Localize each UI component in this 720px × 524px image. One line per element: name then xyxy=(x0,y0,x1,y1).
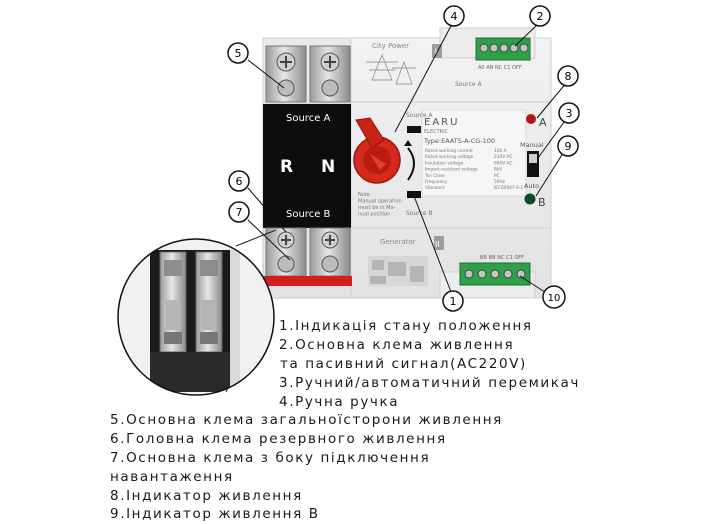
callout-8: 8 xyxy=(557,65,579,87)
svg-text:6: 6 xyxy=(236,175,243,188)
auto-label: Auto xyxy=(524,182,539,190)
arrow-head-icon xyxy=(404,140,412,146)
top-terminal-labels: A0 AN NC C1 OFF xyxy=(478,65,522,71)
spec-key: Rated working voltage xyxy=(425,154,474,160)
svg-text:3: 3 xyxy=(566,107,573,120)
legend-item-6: 6.Головна клема резервного живлення xyxy=(110,431,447,447)
legend-item-2-cont: та пасивний сигнал(AC220V) xyxy=(280,356,527,372)
spec-key: Tsn Close xyxy=(424,173,445,179)
manual-label: Manual xyxy=(520,141,544,149)
position-indicator-a xyxy=(407,126,421,133)
panel-source-b: Source B xyxy=(286,209,331,220)
switch-knob xyxy=(529,154,537,163)
callout-10: 10 xyxy=(542,285,566,309)
legend-item-5: 5.Основна клема загальноїсторони живленн… xyxy=(110,412,503,428)
zoom-detail xyxy=(117,229,277,396)
legend-item-8: 8.Індикатор живлення xyxy=(110,488,303,504)
device-body: City Power I Source A Generator II Sourc… xyxy=(262,27,552,299)
legend-item-3: 3.Ручний/автоматичний перемикач xyxy=(279,375,580,391)
legend-item-7: 7.Основна клема з боку підключення xyxy=(110,450,431,466)
callout-3: 3 xyxy=(558,102,580,124)
spec-value: 8kV xyxy=(494,167,502,173)
callout-5: 5 xyxy=(227,42,249,64)
rotation-arrow-icon xyxy=(407,147,415,181)
svg-text:10: 10 xyxy=(548,293,561,304)
bottom-terminal-labels: BR BN NC C1 OFF xyxy=(480,255,524,261)
legend-item-9: 9.Індикатор живлення В xyxy=(110,506,320,522)
spec-key: Impact-resistant voltage xyxy=(425,167,478,173)
note-line: Manual operation xyxy=(358,199,402,205)
load-side-screws xyxy=(265,227,351,277)
svg-text:9: 9 xyxy=(565,140,572,153)
callout-4: 4 xyxy=(443,5,465,27)
legend-item-1: 1.Індикація стану положення xyxy=(279,318,533,334)
svg-text:8: 8 xyxy=(565,70,572,83)
section-ii-text: II xyxy=(435,240,440,249)
spec-key: Rated working current xyxy=(425,148,473,154)
svg-text:7: 7 xyxy=(236,206,243,219)
spec-value: 50Hz xyxy=(494,179,506,185)
callout-6: 6 xyxy=(228,170,250,192)
spec-key: Insulation voltage xyxy=(425,160,464,166)
panel-letter-r: R xyxy=(280,157,293,177)
source-a-screws xyxy=(265,45,351,103)
spec-value: 230V AC xyxy=(494,154,512,160)
source-a-right-label: Source A xyxy=(406,112,434,119)
panel-letter-n: N xyxy=(321,157,335,177)
generator-icon xyxy=(368,256,428,286)
indicator-b-letter: B xyxy=(538,196,546,209)
callout-1: 1 xyxy=(442,290,464,312)
indicator-a-red xyxy=(526,114,536,124)
spec-key: Standard xyxy=(425,185,445,191)
rating-plate xyxy=(421,109,527,197)
brand-label: EARU xyxy=(424,117,459,128)
callout-9: 9 xyxy=(557,135,579,157)
svg-text:1: 1 xyxy=(450,295,457,308)
red-strip xyxy=(262,276,352,286)
top-green-terminal xyxy=(475,37,531,61)
callout-7: 7 xyxy=(228,201,250,223)
indicator-b-green xyxy=(524,193,536,205)
bottom-green-terminal xyxy=(459,262,531,286)
note-line: nual position xyxy=(358,212,390,218)
spec-value: IEC60947-6-1 xyxy=(494,185,523,191)
source-b-right-label: Source B xyxy=(406,210,433,217)
generator-label: Generator xyxy=(380,238,416,246)
position-indicator-b xyxy=(407,191,421,198)
section-ii-badge xyxy=(434,236,444,250)
section-i-text: I xyxy=(435,48,438,58)
note-line: Note xyxy=(358,192,370,198)
city-power-icon xyxy=(366,53,416,85)
callout-2: 2 xyxy=(529,5,551,27)
legend-item-7-cont: навантаження xyxy=(110,469,234,485)
source-a-top-label: Source A xyxy=(455,81,483,88)
spec-key: Frequency xyxy=(425,179,448,185)
type-label: Type:EAATS-A-CG-100 xyxy=(423,137,495,145)
legend-item-4: 4.Ручна ручка xyxy=(279,394,400,410)
city-power-label: City Power xyxy=(372,42,409,50)
section-i-badge xyxy=(432,44,442,58)
spec-value: 100 A xyxy=(494,148,507,154)
svg-text:4: 4 xyxy=(451,10,458,23)
callout-leaders xyxy=(247,23,568,297)
indicator-a-letter: A xyxy=(539,116,547,129)
svg-text:2: 2 xyxy=(537,10,544,23)
spec-value: PC xyxy=(494,173,500,179)
spec-table: Rated working current 100 A Rated working … xyxy=(424,148,523,191)
manual-handle[interactable] xyxy=(353,117,401,184)
brand-sub-label: ELECTRIC xyxy=(424,129,449,135)
svg-text:5: 5 xyxy=(235,47,242,60)
panel-source-a: Source A xyxy=(286,113,331,124)
spec-value: 690V AC xyxy=(494,160,512,166)
source-panel xyxy=(263,104,351,228)
legend-item-2: 2.Основна клема живлення xyxy=(279,337,515,353)
note-line: must be in Ma- xyxy=(358,205,396,211)
